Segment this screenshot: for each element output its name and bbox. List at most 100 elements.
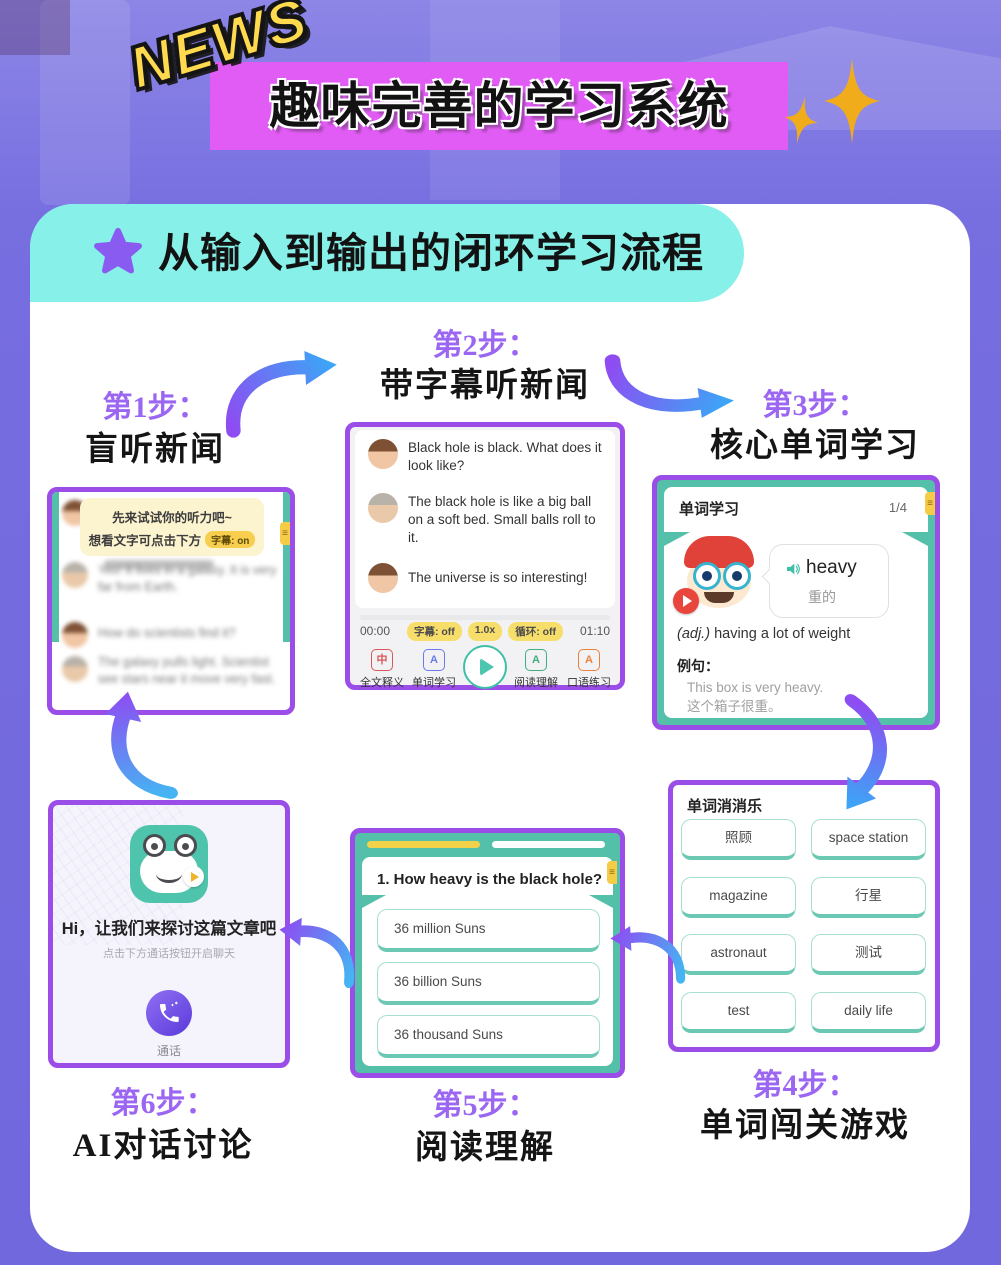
- arrow-step5-to-step6: [279, 917, 355, 989]
- hamburger-menu-tab[interactable]: ≡: [607, 861, 617, 884]
- arrow-step2-to-step3: [604, 354, 734, 418]
- screenshot-ai-chat: Hi，让我们来探讨这篇文章吧 点击下方通话按钮开启聊天 通话: [48, 800, 290, 1068]
- page-title: 趣味完善的学习系统: [269, 78, 729, 134]
- arrow-step4-to-step5: [610, 926, 686, 984]
- screenshot-word-game: 单词消消乐 照顾 space station magazine 行星 astro…: [668, 780, 940, 1052]
- word-button[interactable]: astronaut: [681, 934, 796, 975]
- reading-icon: A: [525, 649, 547, 671]
- example-sentence: This box is very heavy. 这个箱子很重。: [687, 680, 824, 714]
- speaking-icon: A: [578, 649, 600, 671]
- part-of-speech: (adj.): [677, 626, 711, 642]
- arrow-step1-to-step2: [225, 350, 337, 438]
- step4-label: 第4步：: [752, 1069, 858, 1102]
- word-button[interactable]: daily life: [811, 992, 926, 1033]
- step1-label: 第1步：: [102, 391, 208, 424]
- mascot-mario: [673, 536, 761, 620]
- word-en: heavy: [806, 557, 857, 578]
- avatar-girl: [368, 563, 398, 593]
- word-button[interactable]: test: [681, 992, 796, 1033]
- step4-title: 单词闯关游戏: [700, 1108, 910, 1144]
- chat-greeting: Hi，让我们来探讨这篇文章吧: [61, 920, 277, 938]
- word-button[interactable]: magazine: [681, 877, 796, 918]
- speed-toggle[interactable]: 1.0x: [467, 622, 503, 641]
- page-indicator: 1/4: [888, 500, 907, 515]
- chat-message: The galaxy pulls light. Scientist see st…: [98, 655, 276, 686]
- vocab-icon: A: [423, 649, 445, 671]
- tooltip-text: 想看文字可点击下方: [88, 534, 202, 548]
- play-button[interactable]: [463, 645, 507, 689]
- translate-icon: 中: [371, 649, 393, 671]
- play-icon: [480, 658, 494, 676]
- chat-message: How do scientists find it?: [98, 626, 236, 640]
- toolbar-item-vocab[interactable]: A 单词学习: [408, 649, 460, 690]
- word-bubble: heavy 重的: [769, 544, 889, 618]
- sparkle-icon: [824, 58, 880, 144]
- step3-title: 核心单词学习: [710, 428, 920, 464]
- avatar: [62, 562, 88, 588]
- chat-message: Black hole is black. What does it look l…: [408, 440, 602, 473]
- panel-title: 单词学习: [679, 501, 740, 518]
- word-button[interactable]: space station: [811, 819, 926, 860]
- answer-option[interactable]: 36 billion Suns: [377, 962, 600, 1005]
- subtitle-on-badge[interactable]: 字幕: on: [205, 531, 256, 548]
- play-badge-icon: [183, 866, 204, 887]
- audio-progress-bar[interactable]: [360, 615, 610, 620]
- tooltip-text: 先来试试你的听力吧~: [112, 511, 232, 525]
- chat-message: The universe is so interesting!: [408, 570, 588, 585]
- hamburger-menu-tab[interactable]: ≡: [925, 492, 935, 515]
- word-button[interactable]: 行星: [811, 877, 926, 918]
- loop-toggle[interactable]: 循环: off: [508, 622, 564, 641]
- answer-option[interactable]: 36 million Suns: [377, 909, 600, 952]
- frog-app-icon: [130, 825, 208, 903]
- call-button[interactable]: [146, 990, 192, 1036]
- sparkle-icon: [784, 96, 818, 144]
- listening-tooltip: 先来试试你的听力吧~ 想看文字可点击下方 字幕: on: [80, 498, 264, 556]
- chat-message: Yes! It lives in a galaxy. It is very fa…: [98, 563, 277, 594]
- step1-title: 盲听新闻: [85, 432, 225, 468]
- phone-icon: [160, 1001, 179, 1022]
- screenshot-word-learning: ≡ 单词学习 1/4 heavy 重的 (adj.) having a lot …: [652, 475, 940, 730]
- frog-eye: [143, 834, 166, 857]
- sidebar-strip: [52, 492, 59, 642]
- quiz-question: 1. How heavy is the black hole?: [377, 871, 603, 888]
- frog-mouth: [156, 865, 182, 883]
- avatar: [62, 622, 88, 648]
- play-badge-icon[interactable]: [673, 588, 699, 614]
- subtitle-toggle[interactable]: 字幕: off: [406, 622, 462, 641]
- step2-title: 带字幕听新闻: [380, 368, 590, 404]
- toolbar-item-speaking[interactable]: A 口语练习: [563, 649, 615, 690]
- arrow-step6-to-step1: [105, 691, 178, 799]
- step6-label: 第6步：: [110, 1087, 216, 1120]
- blurred-text: [104, 560, 214, 569]
- answer-option[interactable]: 36 thousand Suns: [377, 1015, 600, 1058]
- frog-eye: [174, 834, 197, 857]
- speaker-icon[interactable]: [784, 561, 802, 577]
- avatar-man: [368, 493, 398, 523]
- step5-title: 阅读理解: [415, 1130, 555, 1166]
- mascot-eye: [693, 562, 721, 590]
- quiz-progress-todo: [492, 841, 605, 848]
- call-label: 通话: [156, 1044, 181, 1058]
- time-total: 01:10: [579, 624, 610, 638]
- step3-label: 第3步：: [762, 389, 868, 422]
- toolbar-item-reading[interactable]: A 阅读理解: [510, 649, 562, 690]
- step5-label: 第5步：: [432, 1089, 538, 1122]
- hamburger-menu-tab[interactable]: ≡: [280, 522, 290, 545]
- quiz-progress-done: [367, 841, 480, 848]
- section-banner: 从输入到输出的闭环学习流程: [30, 204, 744, 302]
- avatar-girl: [368, 439, 398, 469]
- main-card: 从输入到输出的闭环学习流程 第1步： 盲听新闻 第2步： 带字幕听新闻 第3步：…: [30, 204, 970, 1252]
- chat-hint: 点击下方通话按钮开启聊天: [103, 948, 235, 960]
- screenshot-blind-listening: ≡ 先来试试你的听力吧~ 想看文字可点击下方 字幕: on Yes! It li…: [47, 487, 295, 715]
- chat-panel: [355, 430, 615, 608]
- panel-title: 单词消消乐: [687, 798, 763, 815]
- arrow-step3-to-step4: [844, 694, 887, 810]
- toolbar-item-translate[interactable]: 中 全文释义: [356, 649, 408, 690]
- word-button[interactable]: 测试: [811, 934, 926, 975]
- time-current: 00:00: [360, 624, 391, 638]
- word-button[interactable]: 照顾: [681, 819, 796, 860]
- avatar: [62, 656, 88, 682]
- word-definition: (adj.) having a lot of weight: [677, 626, 851, 642]
- mascot-mustache: [704, 592, 734, 603]
